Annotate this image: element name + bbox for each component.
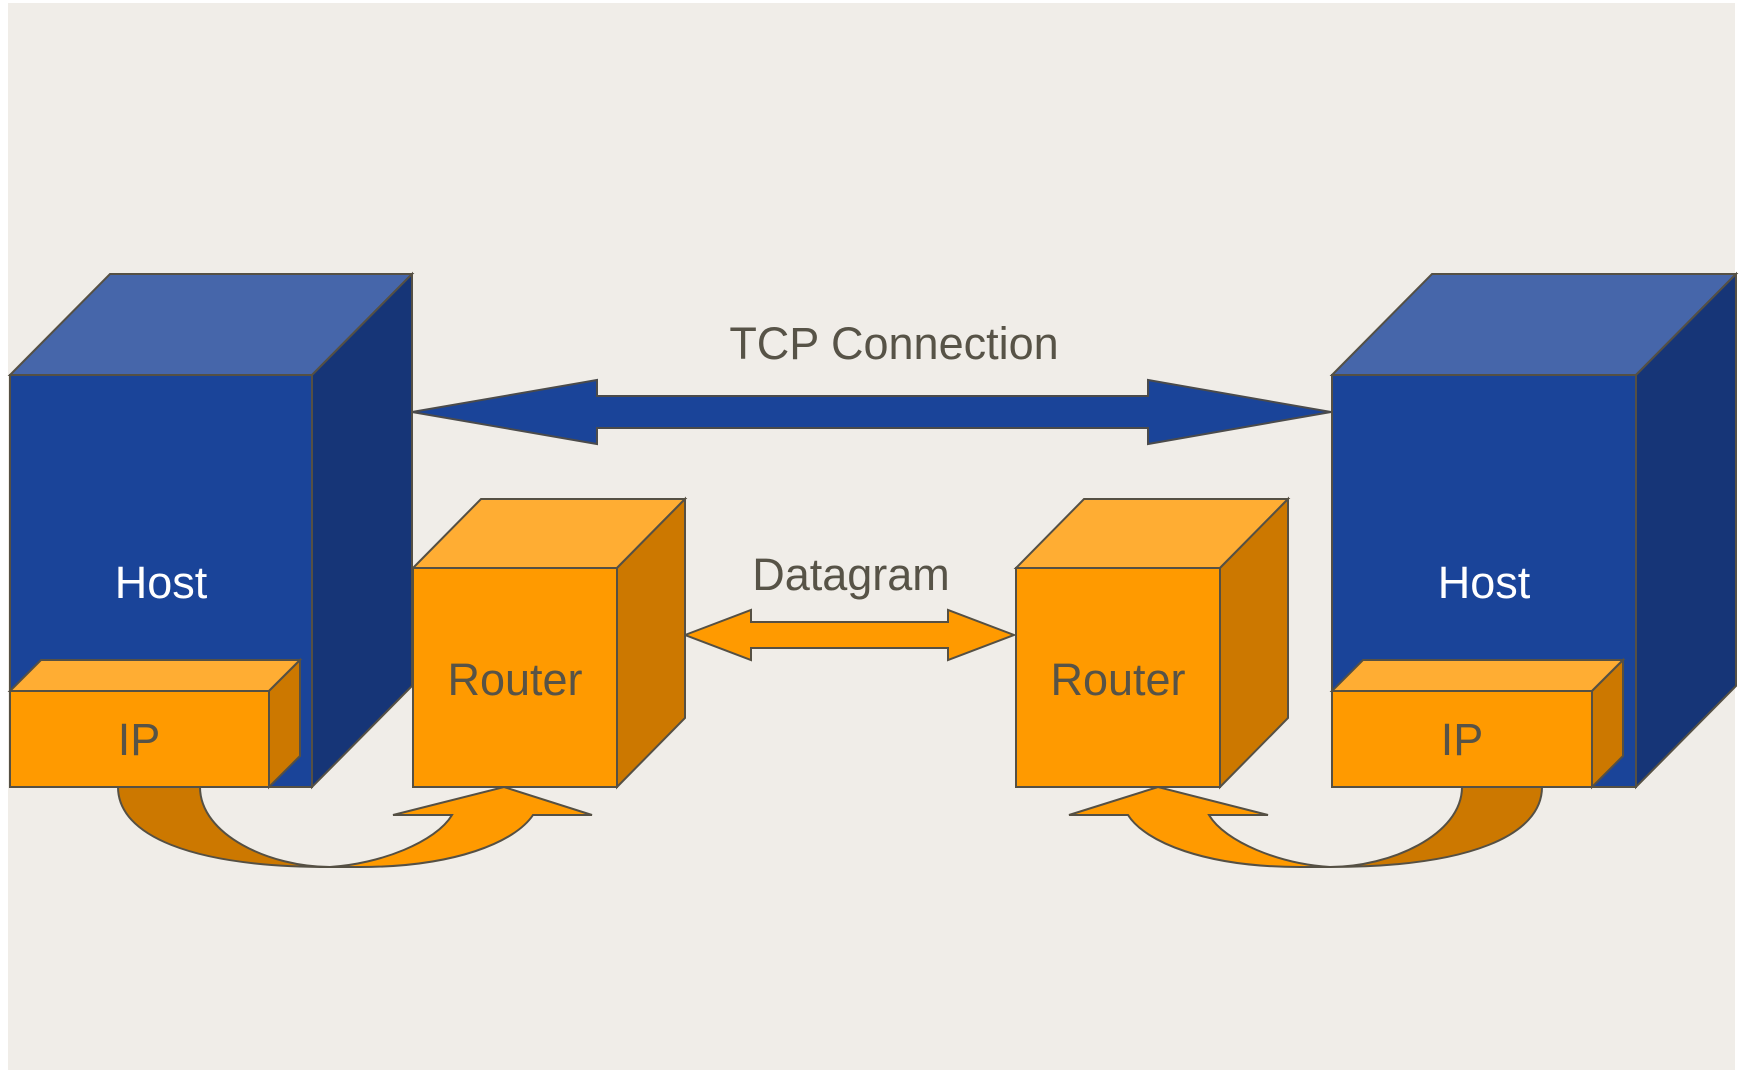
left-router-front bbox=[412, 567, 618, 788]
right-ip-front bbox=[1331, 690, 1593, 788]
left-ip-router-curved-arrow bbox=[116, 785, 593, 868]
right-router-front bbox=[1015, 567, 1221, 788]
datagram-label: Datagram bbox=[752, 549, 950, 600]
left-ip-label: IP bbox=[118, 714, 161, 765]
right-host-label: Host bbox=[1438, 557, 1531, 608]
left-router-label: Router bbox=[447, 654, 582, 705]
right-curved-arrow-shadow bbox=[1329, 786, 1544, 868]
left-router: Router bbox=[410, 496, 688, 790]
right-ip-router-curved-arrow bbox=[1068, 785, 1544, 868]
left-host-label: Host bbox=[115, 557, 208, 608]
left-ip-block: IP bbox=[7, 657, 303, 790]
right-router: Router bbox=[1013, 496, 1291, 790]
left-ip-front bbox=[9, 690, 270, 788]
datagram-arrow-shape bbox=[682, 608, 1017, 662]
right-ip-label: IP bbox=[1441, 714, 1484, 765]
right-ip-block: IP bbox=[1329, 657, 1626, 790]
left-curved-arrow-head bbox=[329, 785, 593, 868]
left-curved-arrow-shadow bbox=[116, 786, 331, 868]
right-curved-arrow-head bbox=[1068, 785, 1331, 868]
tcp-connection-label: TCP Connection bbox=[729, 318, 1058, 369]
right-ip-top bbox=[1329, 659, 1626, 692]
datagram-arrow bbox=[682, 608, 1017, 662]
left-ip-top bbox=[7, 659, 303, 692]
right-router-label: Router bbox=[1050, 654, 1185, 705]
